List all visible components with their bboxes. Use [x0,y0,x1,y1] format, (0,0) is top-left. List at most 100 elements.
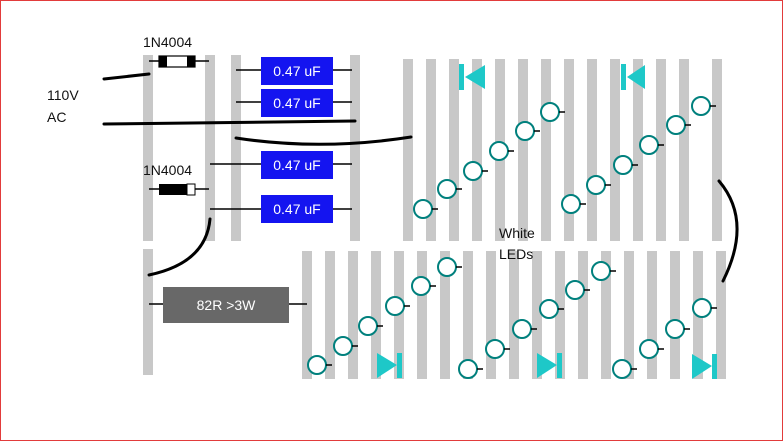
strip [532,251,542,379]
led [437,257,457,277]
strip [143,55,153,241]
strip [440,251,450,379]
diode-1 [149,55,209,68]
strip [656,59,666,241]
ac-wire-1 [102,72,151,81]
leds-label-line2: LEDs [499,246,533,262]
strip [486,251,496,379]
strip [302,251,312,379]
led [591,261,611,281]
ac-wire-2 [102,119,357,126]
led [691,96,711,116]
capacitor-4-label: 0.47 uF [273,201,320,217]
led-leads [580,105,716,205]
led [437,179,457,199]
strip [647,251,657,379]
led [512,319,532,339]
resistor-body [163,287,289,323]
led-leads [432,111,565,210]
led [485,339,505,359]
led [666,115,686,135]
jumper-wire-top [234,135,413,146]
diode-1-label: 1N4004 [143,34,192,50]
led [612,359,632,379]
leds-label-line1: White [499,225,535,241]
diode-band [186,183,196,196]
strip [564,59,574,241]
zener-diode-icon [621,64,645,90]
capacitor-1 [261,57,333,85]
strip [371,251,381,379]
led [358,316,378,336]
strip [403,59,413,241]
led [458,359,478,379]
jumper-wire-right [717,179,739,283]
diode-2 [149,183,209,196]
zener-diode-icon [692,354,717,379]
led [665,319,685,339]
supply-label-line1: 110V [47,87,79,103]
strip [325,251,335,379]
strip [426,59,436,241]
strip [417,251,427,379]
diode-band [159,56,167,67]
strip [601,251,611,379]
led [692,298,712,318]
strip [518,59,528,241]
led [411,276,431,296]
strip [449,59,459,241]
strip [712,59,722,241]
lower-led-board-strips [302,251,726,379]
led [463,161,483,181]
led-leads [477,270,616,370]
capacitor-2-label: 0.47 uF [273,95,320,111]
zener-diode-icon [537,353,562,378]
strip [610,59,620,241]
led [639,339,659,359]
led [333,336,353,356]
led [385,296,405,316]
led [539,299,559,319]
strip [231,55,241,241]
capacitor-4 [261,195,333,223]
capacitor-1-label: 0.47 uF [273,63,320,79]
strip [624,251,634,379]
strip [348,251,358,379]
led-leads [631,307,717,370]
capacitor-3 [261,151,333,179]
led [613,155,633,175]
led [413,199,433,219]
strip [555,251,565,379]
ac-supply-wires [102,72,739,283]
led [565,280,585,300]
strip [587,59,597,241]
strip [679,59,689,241]
strip [578,251,588,379]
strip [509,251,519,379]
zener-diode-icon [377,353,402,378]
left-board-strips [143,55,360,375]
zener-diode-icon [459,64,485,90]
strip [670,251,680,379]
strip [463,251,473,379]
led-chain-lower-middle [458,261,611,379]
supply-label-line2: AC [47,109,66,125]
led [515,121,535,141]
upper-led-board-strips [403,59,722,241]
strip [541,59,551,241]
diode-body [159,184,195,195]
strip [633,59,643,241]
strip [143,249,153,375]
capacitor-3-label: 0.47 uF [273,157,320,173]
strip [716,251,726,379]
led [586,175,606,195]
strip [472,59,482,241]
zener-diodes [377,64,717,379]
jumper-wire-left [147,217,212,277]
led [307,355,327,375]
capacitor-2 [261,89,333,117]
strip [205,55,215,241]
led [639,135,659,155]
